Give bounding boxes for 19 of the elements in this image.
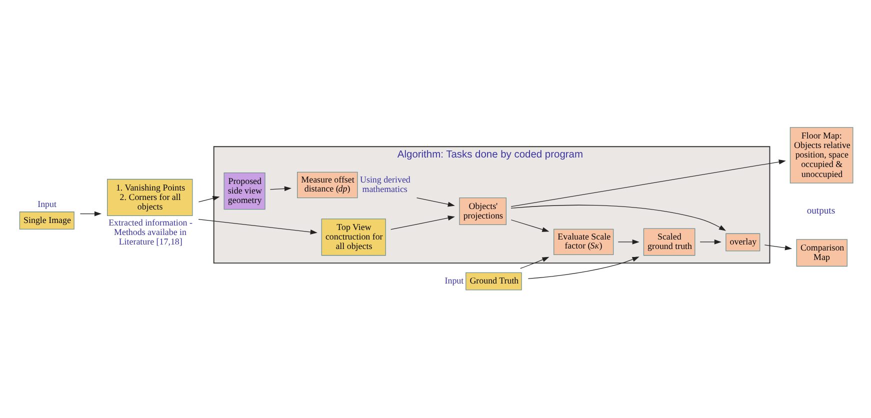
arrow [520, 256, 550, 269]
arrow [700, 239, 722, 244]
node-label: Input [38, 198, 56, 209]
arrow [618, 239, 640, 244]
node-label: Input [444, 276, 464, 286]
arrow [198, 196, 220, 202]
arrow [198, 218, 318, 234]
arrow [390, 216, 455, 230]
arrow [764, 244, 792, 250]
arrow [416, 198, 455, 207]
node-label: Extracted information - Methods availabe in Literature [17,18] [108, 217, 192, 247]
arrow [510, 204, 726, 231]
arrow [270, 186, 292, 192]
node-label: Using derived mathematics [360, 174, 410, 194]
label: outputs [806, 205, 836, 216]
arrow [80, 211, 102, 216]
arrow [510, 220, 550, 232]
arrow [528, 256, 640, 280]
arrow [510, 160, 786, 207]
